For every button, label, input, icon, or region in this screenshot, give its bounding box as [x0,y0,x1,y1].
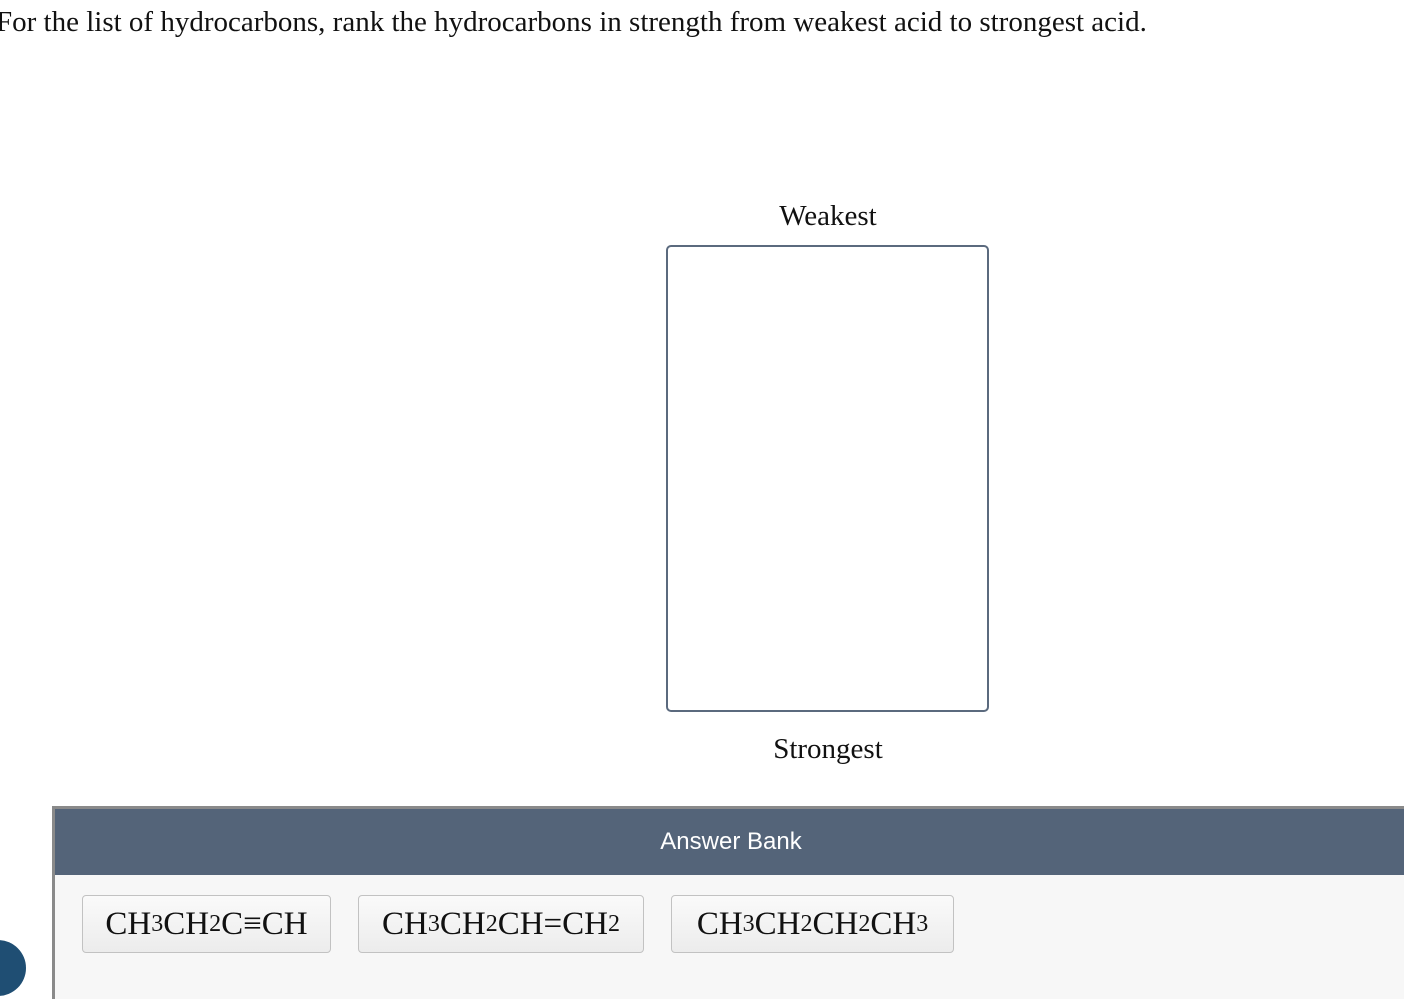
strongest-label: Strongest [773,733,883,765]
formula-text: CH=CH [497,905,608,942]
formula-text: CH [812,905,859,942]
formula-text: CH [163,905,210,942]
formula-text: CH [754,905,801,942]
ranking-drop-zone[interactable] [666,245,989,712]
formula-text: CH [439,905,486,942]
weakest-label: Weakest [779,200,877,232]
help-avatar-icon[interactable] [0,940,26,996]
formula-text: CH [870,905,917,942]
answer-bank-title: Answer Bank [660,828,802,855]
formula-text: C≡CH [221,905,308,942]
formula-text: CH [105,905,152,942]
answer-bank-header: Answer Bank [55,809,1404,875]
formula-text: CH [696,905,743,942]
formula-text: CH [382,905,428,942]
question-text: For the list of hydrocarbons, rank the h… [0,6,1147,38]
